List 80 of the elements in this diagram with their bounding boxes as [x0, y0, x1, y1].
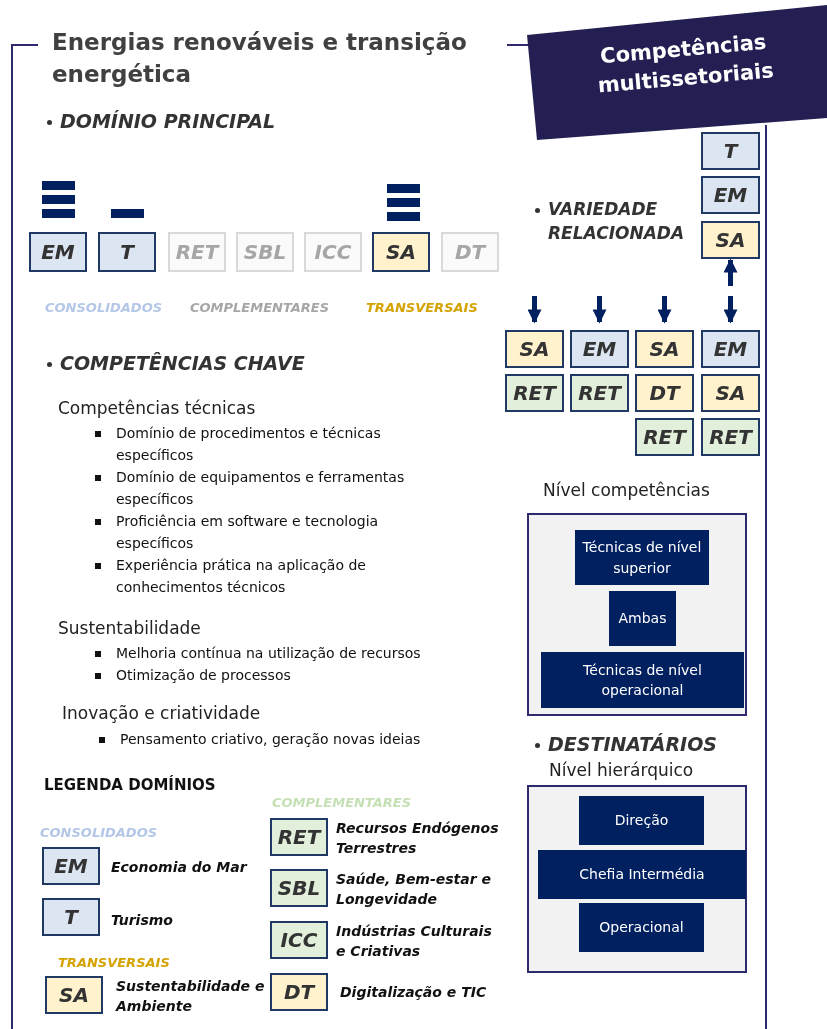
- section-heading: DOMÍNIO PRINCIPAL: [60, 110, 277, 132]
- section-heading: DESTINATÁRIOS: [548, 733, 718, 755]
- category-label: TRANSVERSAIS: [366, 300, 479, 315]
- level-panel: [527, 513, 747, 716]
- domain-box: EM: [701, 176, 760, 214]
- list-item: Melhoria contínua na utilização de recursos: [116, 644, 422, 663]
- domain-description: Economia do Mar: [111, 858, 249, 877]
- domain-box: DT: [441, 232, 499, 272]
- level-bar: [42, 195, 75, 204]
- subheading: Inovação e criatividade: [62, 703, 262, 723]
- domain-description: Turismo: [111, 911, 174, 930]
- category-label: TRANSVERSAIS: [58, 955, 171, 970]
- level-bar: [387, 198, 420, 207]
- level-box: Operacional: [579, 903, 704, 952]
- domain-description: Sustentabilidade e Ambiente: [116, 977, 266, 1017]
- list-item: Otimização de processos: [116, 666, 292, 685]
- domain-box: SA: [505, 330, 564, 368]
- level-bar: [42, 209, 75, 218]
- level-bar: [111, 209, 144, 218]
- legend-heading: LEGENDA DOMÍNIOS: [44, 776, 217, 794]
- level-bar: [387, 212, 420, 221]
- domain-box: RET: [570, 374, 629, 412]
- level-box: Chefia Intermédia: [538, 850, 746, 899]
- domain-box: T: [42, 898, 100, 936]
- domain-description: Digitalização e TIC: [340, 983, 488, 1002]
- title-banner: [527, 5, 827, 142]
- domain-box: T: [701, 132, 760, 170]
- domain-description: Saúde, Bem-estar e Longevidade: [336, 870, 492, 910]
- subheading: Nível competências: [543, 480, 711, 500]
- list-item: Experiência prática na aplicação de conhecimentos técnicos: [116, 556, 367, 597]
- domain-box: EM: [701, 330, 760, 368]
- domain-box: DT: [270, 973, 328, 1011]
- domain-box: SA: [701, 221, 760, 259]
- list-item: Pensamento criativo, geração novas ideias: [120, 730, 422, 749]
- title: Energias renováveis e transição energética: [52, 28, 468, 90]
- domain-box: RET: [168, 232, 226, 272]
- domain-box: ICC: [270, 921, 328, 959]
- category-label: CONSOLIDADOS: [40, 825, 159, 840]
- level-box: Técnicas de nível operacional: [541, 652, 744, 708]
- domain-box: EM: [570, 330, 629, 368]
- subheading: Nível hierárquico: [549, 760, 695, 780]
- arrow: [723, 258, 738, 286]
- arrow: [527, 296, 542, 324]
- level-box: Direção: [579, 796, 704, 845]
- category-label: COMPLEMENTARES: [272, 795, 413, 810]
- category-label: COMPLEMENTARES: [190, 300, 331, 315]
- level-box: Técnicas de nível superior: [575, 530, 709, 585]
- domain-box: RET: [701, 418, 760, 456]
- section-heading: VARIEDADE RELACIONADA: [548, 198, 686, 245]
- domain-box: EM: [29, 232, 87, 272]
- category-label: CONSOLIDADOS: [45, 300, 164, 315]
- banner-text: Competências multissetoriais: [595, 28, 776, 100]
- domain-box: RET: [635, 418, 694, 456]
- domain-box: SA: [372, 232, 430, 272]
- domain-box: EM: [42, 847, 100, 885]
- domain-box: SBL: [270, 869, 328, 907]
- domain-box: RET: [270, 818, 328, 856]
- arrow: [657, 296, 672, 324]
- domain-box: SA: [701, 374, 760, 412]
- list-item: Domínio de procedimentos e técnicas específicos: [116, 424, 382, 465]
- domain-box: SA: [45, 976, 103, 1014]
- domain-box: T: [98, 232, 156, 272]
- subheading: Sustentabilidade: [58, 618, 202, 638]
- level-bar: [387, 184, 420, 193]
- domain-box: SA: [635, 330, 694, 368]
- list-item: Proficiência em software e tecnologia específicos: [116, 512, 380, 553]
- domain-box: DT: [635, 374, 694, 412]
- domain-box: ICC: [304, 232, 362, 272]
- level-box: Ambas: [609, 591, 676, 646]
- domain-description: Recursos Endógenos Terrestres: [336, 819, 500, 859]
- subheading: Competências técnicas: [58, 398, 257, 418]
- arrow: [723, 296, 738, 324]
- level-panel: [527, 785, 747, 973]
- level-bar: [42, 181, 75, 190]
- domain-box: RET: [505, 374, 564, 412]
- list-item: Domínio de equipamentos e ferramentas específicos: [116, 468, 406, 509]
- domain-box: SBL: [236, 232, 294, 272]
- arrow: [592, 296, 607, 324]
- section-heading: COMPETÊNCIAS CHAVE: [60, 352, 306, 374]
- domain-description: Indústrias Culturais e Criativas: [336, 922, 493, 962]
